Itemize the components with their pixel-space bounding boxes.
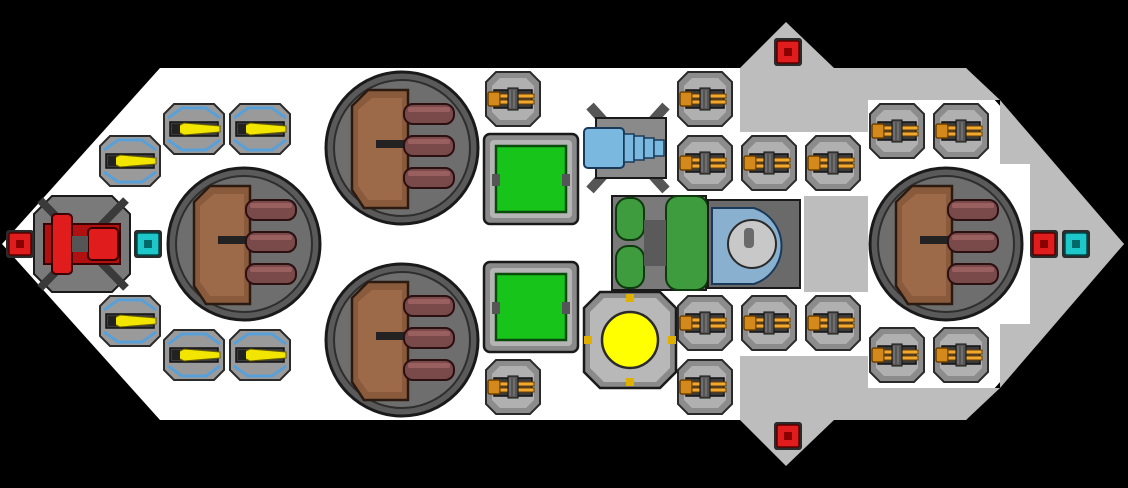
gauss-gun[interactable] bbox=[933, 103, 989, 159]
ion-cannon[interactable] bbox=[583, 102, 670, 194]
fuel-tank-module[interactable] bbox=[611, 195, 709, 291]
gauss-gun[interactable] bbox=[933, 327, 989, 383]
cyan-sensor[interactable] bbox=[1061, 229, 1091, 259]
red-thruster[interactable] bbox=[773, 421, 803, 451]
red-engine-module[interactable] bbox=[33, 195, 131, 293]
heavy-cannon-turret[interactable] bbox=[324, 70, 480, 226]
gauss-gun[interactable] bbox=[677, 359, 733, 415]
railgun[interactable] bbox=[162, 328, 226, 382]
railgun[interactable] bbox=[98, 294, 162, 348]
shield-generator[interactable] bbox=[707, 199, 801, 289]
railgun[interactable] bbox=[98, 134, 162, 188]
airlock-hatch[interactable] bbox=[482, 260, 580, 354]
railgun[interactable] bbox=[162, 102, 226, 156]
gauss-gun[interactable] bbox=[485, 359, 541, 415]
red-thruster[interactable] bbox=[773, 37, 803, 67]
gauss-gun[interactable] bbox=[741, 135, 797, 191]
heavy-cannon-turret[interactable] bbox=[324, 262, 480, 418]
heavy-cannon-turret[interactable] bbox=[868, 166, 1024, 322]
gauss-gun[interactable] bbox=[485, 71, 541, 127]
gauss-gun[interactable] bbox=[677, 135, 733, 191]
gauss-gun[interactable] bbox=[869, 327, 925, 383]
gauss-gun[interactable] bbox=[869, 103, 925, 159]
cyan-sensor[interactable] bbox=[133, 229, 163, 259]
gauss-gun[interactable] bbox=[741, 295, 797, 351]
airlock-hatch[interactable] bbox=[482, 132, 580, 226]
ship-core[interactable] bbox=[582, 290, 678, 390]
gauss-gun[interactable] bbox=[805, 135, 861, 191]
gauss-gun[interactable] bbox=[677, 295, 733, 351]
railgun[interactable] bbox=[228, 328, 292, 382]
gauss-gun[interactable] bbox=[677, 71, 733, 127]
heavy-cannon-turret[interactable] bbox=[166, 166, 322, 322]
gauss-gun[interactable] bbox=[805, 295, 861, 351]
red-thruster[interactable] bbox=[1029, 229, 1059, 259]
railgun[interactable] bbox=[228, 102, 292, 156]
red-thruster[interactable] bbox=[5, 229, 35, 259]
